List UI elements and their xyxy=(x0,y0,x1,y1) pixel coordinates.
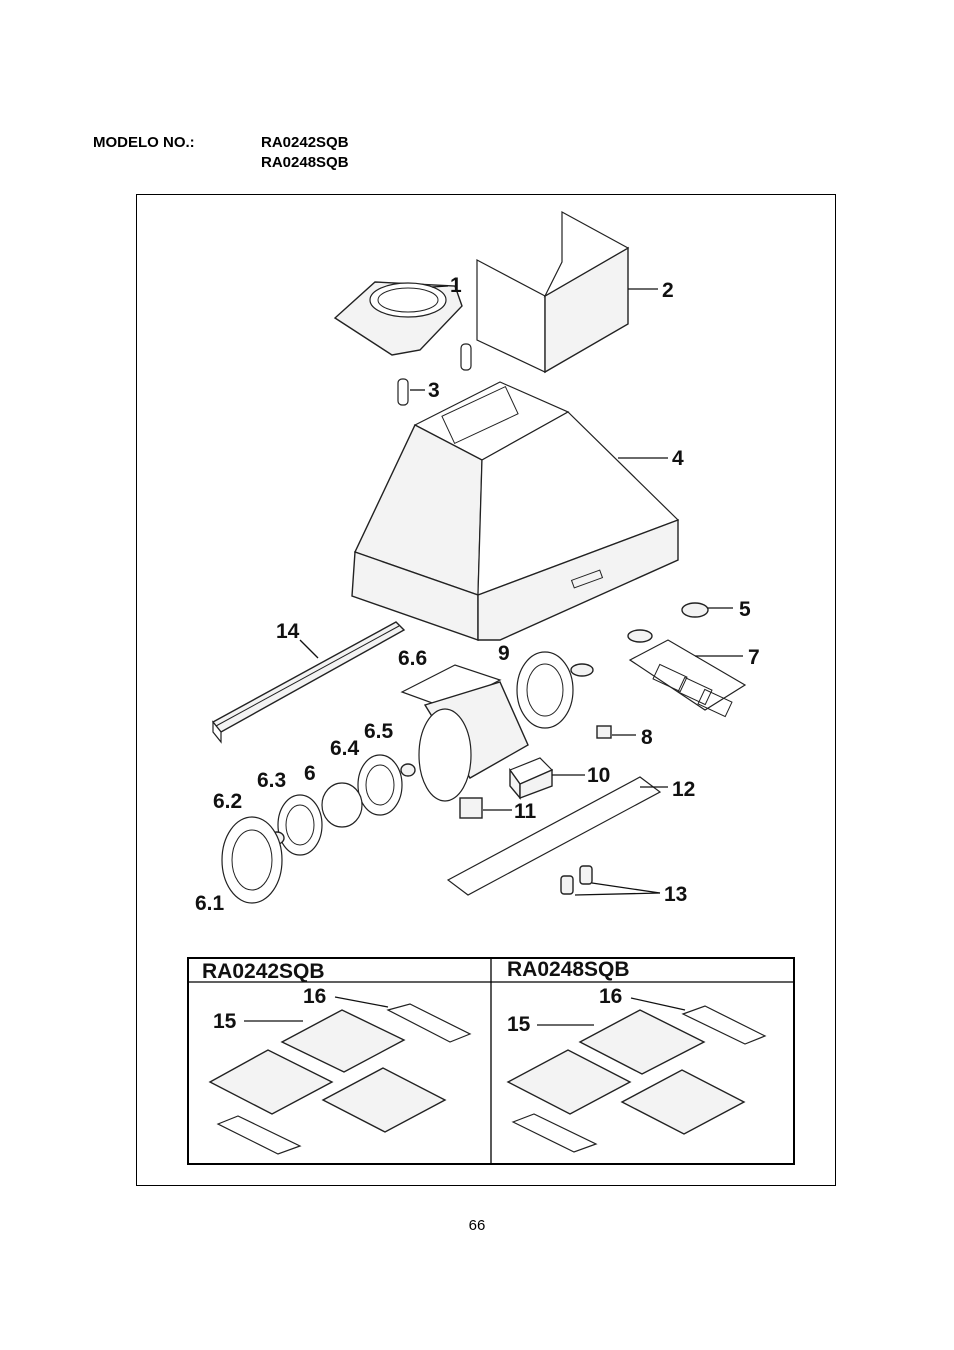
callout-6: 6 xyxy=(304,762,316,785)
part-7-switch-panel xyxy=(628,639,747,718)
right-callout-15: 15 xyxy=(507,1013,531,1036)
right-callout-16: 16 xyxy=(599,985,622,1008)
part-4-hood-body xyxy=(351,381,680,641)
callout-2: 2 xyxy=(662,279,674,302)
table-header-right: RA0248SQB xyxy=(507,958,630,981)
leader-lines xyxy=(299,285,743,896)
callout-14: 14 xyxy=(276,620,300,643)
callout-7: 7 xyxy=(748,646,760,669)
part-8-switch xyxy=(596,725,612,739)
part-1-duct-collar xyxy=(333,281,463,356)
part-10-control-box xyxy=(509,757,554,800)
filter-table: RA0242SQB RA0248SQB 16 15 16 15 xyxy=(187,957,795,1165)
callout-labels: 1 2 3 4 5 6.6 9 7 14 6.5 6.4 8 6 6.3 10 … xyxy=(195,274,760,915)
callout-8: 8 xyxy=(641,726,653,749)
callout-6-5: 6.5 xyxy=(364,720,394,743)
model-number-2: RA0248SQB xyxy=(261,154,349,171)
part-6-motor-assembly xyxy=(221,754,416,904)
part-11-transformer xyxy=(459,797,483,819)
left-callout-15: 15 xyxy=(213,1010,237,1033)
callout-13: 13 xyxy=(664,883,687,906)
part-3-brackets xyxy=(397,343,472,406)
callout-9: 9 xyxy=(498,642,510,665)
diagram-frame xyxy=(136,194,836,1186)
callout-10: 10 xyxy=(587,764,610,787)
model-label: MODELO NO.: xyxy=(93,134,195,151)
part-14-rail xyxy=(211,621,406,744)
callout-6-6: 6.6 xyxy=(398,647,427,670)
part-12-filter-panel xyxy=(446,776,662,896)
callout-4: 4 xyxy=(672,447,684,470)
callout-12: 12 xyxy=(672,778,695,801)
table-header-left: RA0242SQB xyxy=(202,960,325,983)
callout-5: 5 xyxy=(739,598,751,621)
part-9-fan-ring xyxy=(516,651,574,729)
callout-6-1: 6.1 xyxy=(195,892,225,915)
callout-6-3: 6.3 xyxy=(257,769,286,792)
callout-6-4: 6.4 xyxy=(330,737,360,760)
part-2-chimney-cover xyxy=(476,210,630,374)
callout-3: 3 xyxy=(428,379,440,402)
part-13-lamps xyxy=(560,865,593,895)
part-6-6-blower-housing xyxy=(400,664,529,802)
left-callout-16: 16 xyxy=(303,985,326,1008)
callout-11: 11 xyxy=(514,800,537,823)
callout-6-2: 6.2 xyxy=(213,790,242,813)
model-number-1: RA0242SQB xyxy=(261,134,349,151)
part-5-knob xyxy=(570,602,709,677)
callout-1: 1 xyxy=(450,274,462,297)
page-number: 66 xyxy=(468,1217,486,1234)
